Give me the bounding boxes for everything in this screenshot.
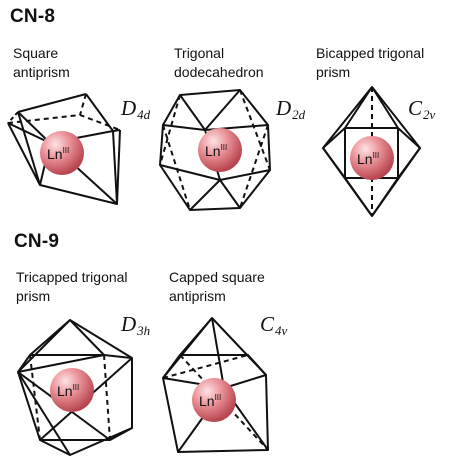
ln-ion-1: LnIII [40, 131, 84, 175]
label-capped-square-antiprism: Capped square antiprism [169, 269, 265, 304]
ion-label: LnIII [205, 143, 227, 159]
label-tricapped-trigonal-prism: Tricapped trigonal prism [16, 269, 128, 304]
ion-base: Ln [199, 393, 215, 409]
point-group-c2v: C2v [408, 96, 435, 123]
ln-ion-4: LnIII [50, 368, 94, 412]
point-group-letter: C [408, 96, 423, 120]
ln-ion-5: LnIII [192, 378, 236, 422]
point-group-d4d: D4d [121, 96, 150, 123]
point-group-c4v: C4v [260, 312, 287, 339]
point-group-letter: D [121, 96, 137, 120]
polyhedron-edges [322, 86, 421, 217]
point-group-subscript: 4d [137, 107, 151, 122]
ion-base: Ln [57, 383, 73, 399]
point-group-letter: D [121, 312, 137, 336]
ion-base: Ln [205, 143, 221, 159]
section-title-cn9: CN-9 [14, 231, 60, 252]
ion-label: LnIII [199, 393, 221, 409]
ion-superscript: III [63, 146, 70, 155]
ion-base: Ln [47, 146, 63, 162]
ion-label: LnIII [357, 151, 379, 167]
ion-superscript: III [215, 393, 222, 402]
label-bicapped-trigonal-prism: Bicapped trigonal prism [316, 45, 425, 80]
label-square-antiprism: Square antiprism [13, 45, 70, 80]
ion-superscript: III [221, 143, 228, 152]
point-group-subscript: 4v [275, 323, 288, 338]
ion-base: Ln [357, 151, 373, 167]
point-group-subscript: 2v [423, 107, 436, 122]
point-group-d2d: D2d [276, 96, 305, 123]
point-group-d3h: D3h [121, 312, 150, 339]
ln-ion-3: LnIII [350, 136, 394, 180]
point-group-subscript: 3h [137, 323, 151, 338]
section-title-cn8: CN-8 [10, 6, 56, 27]
ion-label: LnIII [47, 146, 69, 162]
label-trigonal-dodecahedron: Trigonal dodecahedron [174, 45, 264, 80]
ion-superscript: III [373, 151, 380, 160]
ion-label: LnIII [57, 383, 79, 399]
point-group-subscript: 2d [292, 107, 306, 122]
point-group-letter: C [260, 312, 275, 336]
polyhedron-edges [162, 317, 269, 453]
ln-ion-2: LnIII [198, 128, 242, 172]
ion-superscript: III [73, 383, 80, 392]
point-group-letter: D [276, 96, 292, 120]
